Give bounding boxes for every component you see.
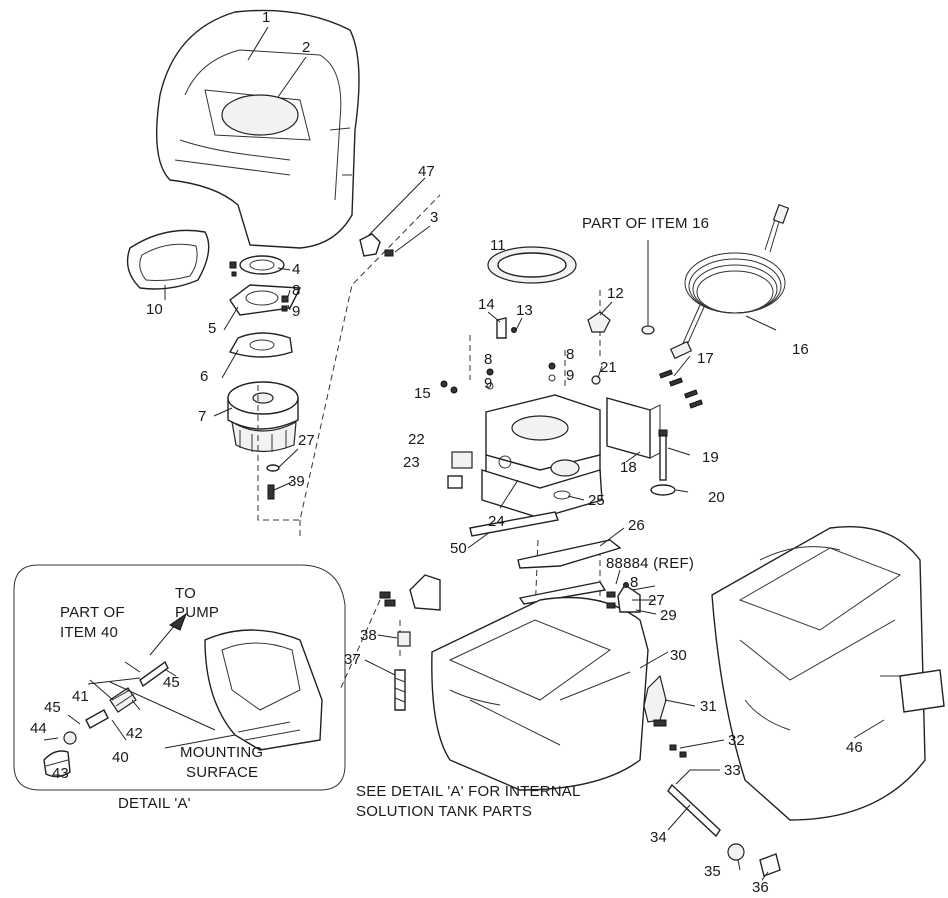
part-of-item-16-note: PART OF ITEM 16	[582, 215, 709, 232]
part-50-plate	[469, 511, 559, 537]
part-number: 41	[72, 688, 89, 705]
part-47-bushing	[359, 233, 381, 257]
part-number: 42	[126, 725, 143, 742]
part-of-item-40-note: ITEM 40	[60, 624, 118, 641]
part-19-rod	[659, 431, 667, 481]
part-number: 14	[478, 296, 495, 313]
part-number: 27	[648, 592, 665, 609]
mounting-surface-note: SURFACE	[186, 764, 258, 781]
part-16-hose	[669, 204, 790, 360]
part-number: 29	[660, 607, 677, 624]
part-number: 1	[262, 9, 270, 26]
part-1-cover	[156, 9, 360, 249]
part-number: 43	[52, 765, 69, 782]
ref-88884-note: 88884 (REF)	[606, 555, 694, 572]
part-number: 8	[630, 574, 638, 591]
part-number: 17	[697, 350, 714, 367]
part-number: 38	[360, 627, 377, 644]
part-number: 12	[607, 285, 624, 302]
part-number: 24	[488, 513, 505, 530]
part-number: 37	[344, 651, 361, 668]
part-of-item-40-note: PART OF	[60, 604, 125, 621]
part-46-cover	[711, 525, 926, 821]
part-number: 45	[44, 699, 61, 716]
detail-a-caption: DETAIL 'A'	[118, 795, 191, 812]
part-number: 20	[708, 489, 725, 506]
part-38-fitting	[397, 631, 411, 647]
part-number: 19	[702, 449, 719, 466]
part-number: 3	[430, 209, 438, 226]
part-number: 50	[450, 540, 467, 557]
part-number: 35	[704, 863, 721, 880]
part-number: 16	[792, 341, 809, 358]
part-number: 31	[700, 698, 717, 715]
part-number: 30	[670, 647, 687, 664]
part-number: 21	[600, 359, 617, 376]
part-number: 9	[484, 375, 492, 392]
part-number: 6	[200, 368, 208, 385]
part-26-seal	[517, 539, 622, 569]
see-detail-note: SEE DETAIL 'A' FOR INTERNAL	[356, 783, 581, 800]
part-number: 34	[650, 829, 667, 846]
part-31-handle	[643, 674, 667, 723]
part-number: 44	[30, 720, 47, 737]
part-12-switch	[587, 311, 611, 333]
to-pump-note: PUMP	[175, 604, 219, 621]
part-number: 46	[846, 739, 863, 756]
annotations: PART OF ITEM 16 88884 (REF) TO PUMP PART…	[60, 215, 709, 820]
part-number: 23	[403, 454, 420, 471]
part-number: 25	[588, 492, 605, 509]
part-number: 7	[198, 408, 206, 425]
part-number: 2	[302, 39, 310, 56]
part-number: 26	[628, 517, 645, 534]
part-number: 8	[292, 282, 300, 299]
part-number: 36	[752, 879, 769, 896]
motor-stack	[227, 255, 302, 500]
part-17-fittings	[659, 369, 703, 409]
part-number: 5	[208, 320, 216, 337]
part-number: 8	[484, 351, 492, 368]
part-number: 9	[292, 303, 300, 320]
part-number: 27	[298, 432, 315, 449]
detail-a-frame	[13, 564, 346, 791]
part-number: 22	[408, 431, 425, 448]
part-24-base	[481, 394, 603, 519]
part-22-filter	[451, 451, 473, 469]
part-number: 8	[566, 346, 574, 363]
part-number: 32	[728, 732, 745, 749]
part-11-gasket	[487, 246, 577, 284]
part-23-block	[447, 475, 463, 489]
part-number: 33	[724, 762, 741, 779]
part-number: 18	[620, 459, 637, 476]
part-number: 11	[490, 237, 506, 254]
part-number: 47	[418, 163, 435, 180]
part-34-tube	[667, 783, 721, 838]
part-number: 13	[516, 302, 533, 319]
part-30-tank	[431, 596, 649, 791]
part-number: 39	[288, 473, 305, 490]
part-number-labels: 1 2 3 4 5 6 7 8 9 10 11 12 13 14 8 9 8 9…	[30, 9, 863, 896]
part-number: 40	[112, 749, 129, 766]
to-pump-note: TO	[175, 585, 196, 602]
part-46-label	[899, 669, 945, 713]
part-number: 4	[292, 261, 300, 278]
part-18-bracket	[606, 397, 651, 459]
part-number: 9	[566, 367, 574, 384]
see-detail-note: SOLUTION TANK PARTS	[356, 803, 532, 820]
part-number: 15	[414, 385, 431, 402]
mounting-surface-note: MOUNTING	[180, 744, 263, 761]
part-20-washer	[650, 484, 676, 496]
part-number: 10	[146, 301, 163, 318]
part-number: 45	[163, 674, 180, 691]
